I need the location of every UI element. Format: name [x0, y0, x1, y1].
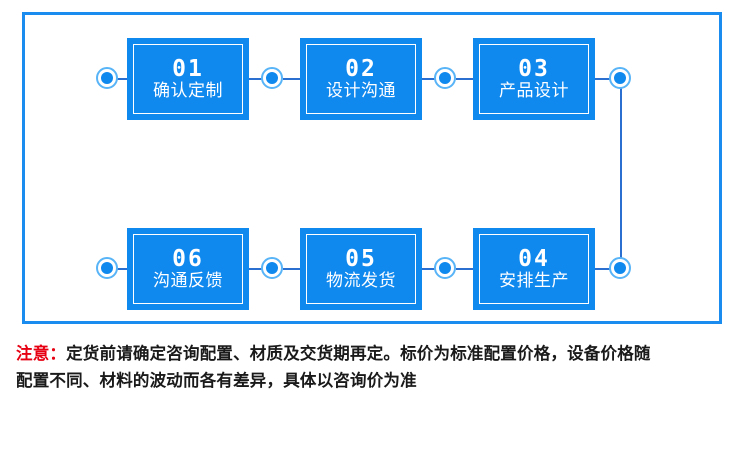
- outer-frame-border: [22, 12, 722, 324]
- step-number-01: 01: [172, 56, 204, 83]
- notice-line-1: 定货前请确定咨询配置、材质及交货期再定。标价为标准配置价格，设备价格随: [66, 344, 651, 363]
- step-number-05: 05: [345, 246, 377, 273]
- step-inner-frame-01: 01 确认定制: [133, 44, 243, 114]
- notice-block: 注意：定货前请确定咨询配置、材质及交货期再定。标价为标准配置价格，设备价格随 配…: [16, 340, 738, 394]
- step-inner-frame-05: 05 物流发货: [306, 234, 416, 304]
- step-box-06[interactable]: 06 沟通反馈: [127, 228, 249, 310]
- connector-line-node4-to-04: [595, 268, 615, 270]
- connector-line-02-to-node3: [422, 78, 444, 80]
- connector-node-05-06[interactable]: [261, 257, 283, 279]
- step-number-04: 04: [518, 246, 550, 273]
- step-box-02[interactable]: 02 设计沟通: [300, 38, 422, 120]
- step-inner-frame-02: 02 设计沟通: [306, 44, 416, 114]
- notice-label: 注意：: [16, 344, 67, 363]
- connector-line-04-to-node5: [456, 268, 478, 270]
- step-number-06: 06: [172, 246, 204, 273]
- step-label-02: 设计沟通: [326, 81, 396, 102]
- connector-line-node5-to-05: [422, 268, 444, 270]
- step-number-02: 02: [345, 56, 377, 83]
- connector-node-04-corner[interactable]: [609, 257, 631, 279]
- connector-line-node3-to-03: [456, 78, 478, 80]
- connector-line-05-to-node6: [283, 268, 305, 270]
- step-inner-frame-03: 03 产品设计: [479, 44, 589, 114]
- step-number-03: 03: [518, 56, 550, 83]
- step-box-05[interactable]: 05 物流发货: [300, 228, 422, 310]
- connector-line-node6-to-06: [249, 268, 271, 270]
- step-label-04: 安排生产: [499, 271, 569, 292]
- step-label-05: 物流发货: [326, 271, 396, 292]
- step-inner-frame-06: 06 沟通反馈: [133, 234, 243, 304]
- process-flow-diagram: 01 确认定制 02 设计沟通 03 产品设计 06 沟通反馈: [0, 0, 750, 330]
- step-label-06: 沟通反馈: [153, 271, 223, 292]
- step-inner-frame-04: 04 安排生产: [479, 234, 589, 304]
- connector-line-node2-to-02: [283, 78, 305, 80]
- connector-line-06-to-end: [110, 268, 132, 270]
- connector-line-start-to-01: [110, 78, 132, 80]
- step-label-01: 确认定制: [153, 81, 223, 102]
- connector-line-01-to-node2: [249, 78, 271, 80]
- connector-node-top-left[interactable]: [96, 67, 118, 89]
- connector-line-vertical-right: [620, 85, 622, 268]
- connector-node-02-03[interactable]: [434, 67, 456, 89]
- step-box-01[interactable]: 01 确认定制: [127, 38, 249, 120]
- connector-node-01-02[interactable]: [261, 67, 283, 89]
- connector-node-04-05[interactable]: [434, 257, 456, 279]
- notice-line-2: 配置不同、材料的波动而各有差异，具体以咨询价为准: [16, 371, 417, 390]
- step-label-03: 产品设计: [499, 81, 569, 102]
- connector-node-03-corner[interactable]: [609, 67, 631, 89]
- step-box-04[interactable]: 04 安排生产: [473, 228, 595, 310]
- step-box-03[interactable]: 03 产品设计: [473, 38, 595, 120]
- connector-node-bottom-left[interactable]: [96, 257, 118, 279]
- connector-line-03-to-node4: [595, 78, 615, 80]
